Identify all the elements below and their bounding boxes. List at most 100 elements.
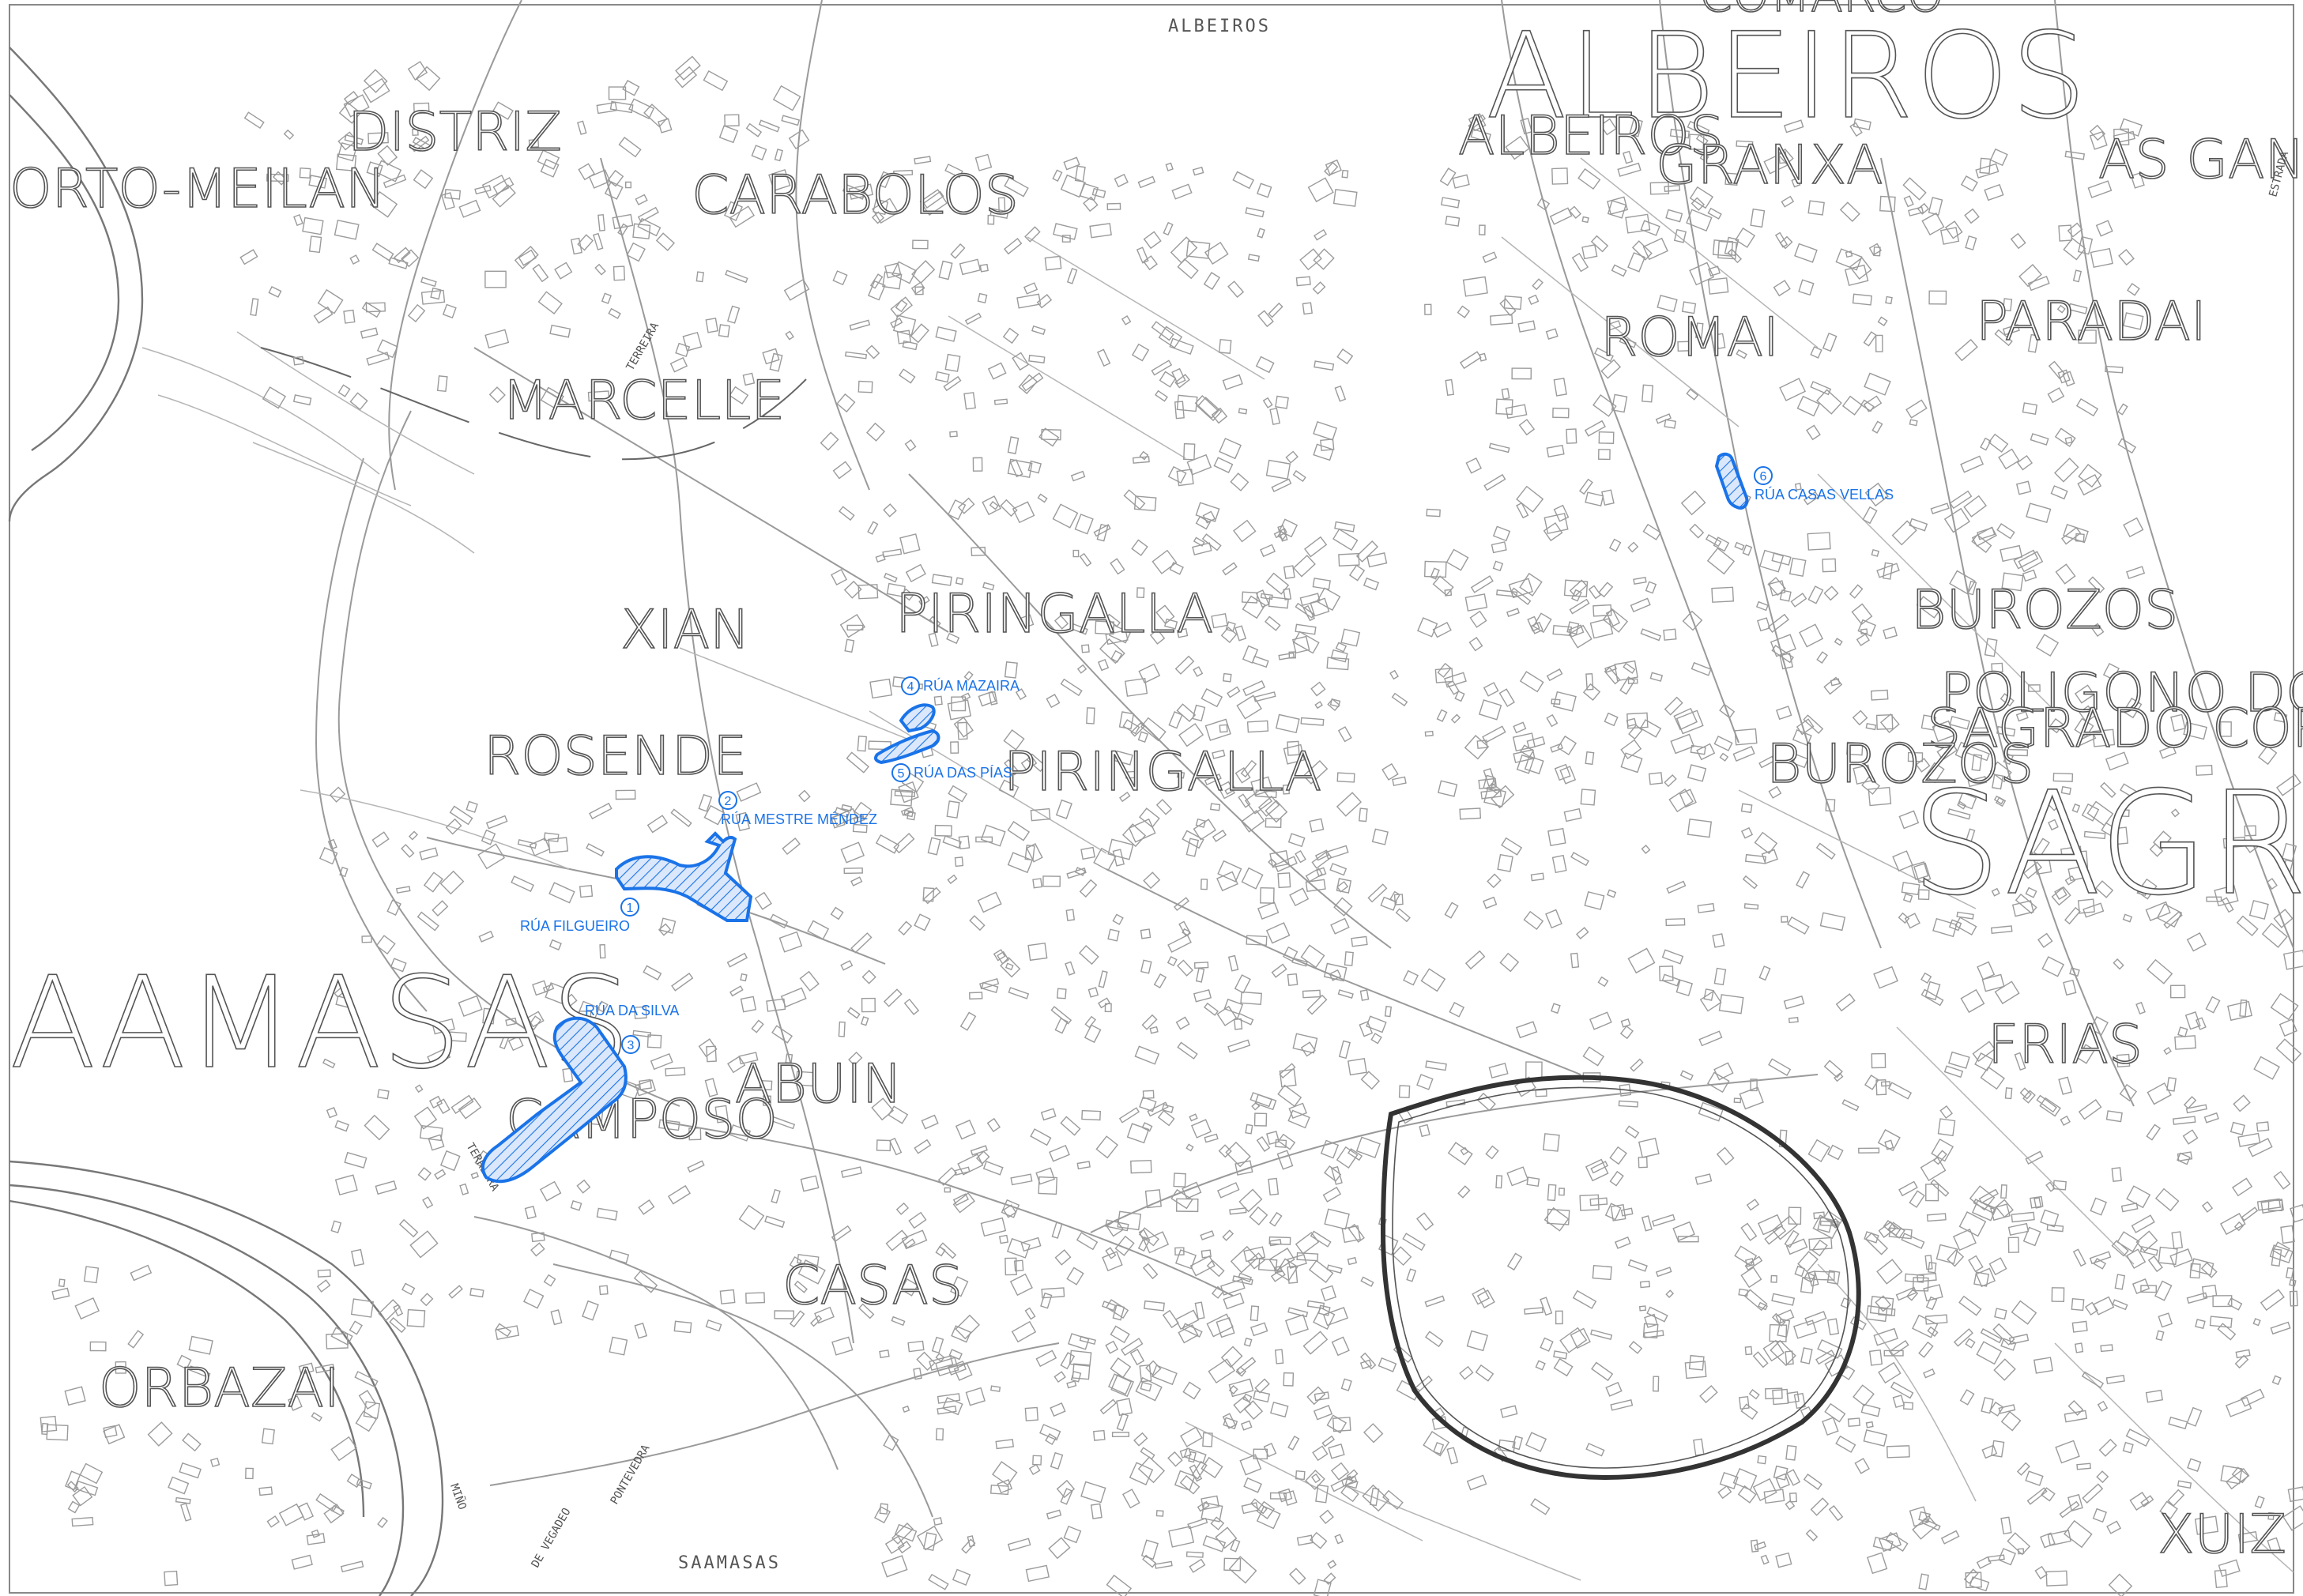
building — [1106, 1218, 1124, 1237]
building — [1707, 207, 1722, 220]
building — [168, 1476, 190, 1495]
building — [1628, 1341, 1643, 1354]
street-area-mazaira[interactable] — [899, 703, 936, 733]
building — [1222, 1413, 1237, 1429]
building — [1341, 1225, 1361, 1244]
street-area-da-silva[interactable] — [481, 1016, 628, 1184]
building — [1844, 264, 1869, 287]
building — [1323, 1572, 1336, 1586]
building — [2256, 1198, 2282, 1211]
building — [1269, 407, 1281, 426]
building — [1193, 962, 1209, 969]
building — [1253, 1112, 1268, 1127]
building — [1604, 1203, 1622, 1221]
building — [2040, 1532, 2056, 1549]
building — [1777, 148, 1794, 165]
building — [1164, 618, 1178, 630]
building — [1890, 1381, 1914, 1399]
building — [858, 380, 873, 393]
building — [1875, 334, 1883, 352]
building — [343, 309, 356, 324]
marker-6[interactable]: 6 — [1754, 466, 1773, 485]
building — [2177, 1026, 2188, 1038]
building — [1040, 1108, 1057, 1121]
building — [1072, 1363, 1091, 1380]
building — [2102, 662, 2120, 681]
building — [1182, 928, 1191, 936]
building — [89, 1341, 107, 1352]
building — [1114, 173, 1129, 188]
building — [1523, 910, 1544, 931]
marker-5[interactable]: 5 — [891, 763, 910, 782]
building — [2027, 275, 2050, 292]
building — [990, 1385, 1001, 1392]
building — [998, 1234, 1009, 1244]
building — [954, 856, 964, 868]
building — [1218, 338, 1232, 354]
building — [1971, 526, 1997, 548]
building — [929, 615, 941, 627]
building — [929, 1355, 954, 1371]
building — [1913, 862, 1932, 883]
building — [1907, 751, 1924, 762]
building — [2013, 549, 2039, 570]
building — [771, 1025, 793, 1044]
building — [2158, 745, 2177, 759]
building — [1329, 698, 1341, 708]
building — [955, 1314, 980, 1340]
building — [1256, 1500, 1276, 1519]
building — [2139, 1245, 2158, 1256]
building — [934, 824, 952, 837]
building — [1238, 1272, 1253, 1283]
building — [795, 1071, 815, 1087]
building — [2232, 1177, 2253, 1197]
building — [954, 1166, 971, 1176]
building — [2064, 875, 2076, 886]
building — [2230, 1121, 2245, 1136]
building — [937, 1393, 961, 1404]
building — [1549, 207, 1573, 225]
building — [1542, 1133, 1560, 1152]
marker-4[interactable]: 4 — [901, 676, 920, 695]
street-area-casas-vellas[interactable] — [1714, 452, 1749, 510]
building — [1788, 1017, 1799, 1024]
building — [1151, 359, 1173, 376]
building — [1424, 730, 1434, 737]
building — [1170, 1188, 1193, 1210]
building — [1355, 540, 1379, 563]
building — [1578, 478, 1593, 495]
building — [1476, 1289, 1495, 1308]
street-area-das-pias[interactable] — [873, 728, 940, 765]
building — [1331, 1336, 1350, 1357]
building — [1791, 177, 1801, 188]
building — [1137, 731, 1149, 743]
building — [484, 270, 507, 288]
building — [2072, 1248, 2086, 1267]
building — [910, 281, 925, 295]
building — [1295, 276, 1311, 287]
building — [1140, 1539, 1159, 1560]
building — [955, 577, 964, 585]
building — [1779, 378, 1807, 401]
building — [1112, 913, 1124, 925]
building — [1035, 1167, 1055, 1185]
building — [176, 1354, 192, 1370]
marker-3[interactable]: 3 — [621, 1035, 640, 1054]
marker-2[interactable]: 2 — [718, 791, 737, 810]
street-area-filgueiro-mestre[interactable] — [615, 831, 753, 922]
building — [577, 234, 594, 251]
building — [1655, 413, 1672, 424]
building — [2081, 803, 2100, 822]
building — [1483, 473, 1506, 491]
building — [1483, 786, 1506, 807]
building — [1733, 1097, 1742, 1104]
building — [1380, 896, 1397, 911]
building — [1008, 987, 1030, 999]
marker-1[interactable]: 1 — [620, 898, 639, 917]
building — [1108, 1373, 1133, 1395]
building — [1347, 1057, 1367, 1076]
building — [1241, 591, 1258, 604]
building — [1236, 694, 1262, 720]
building — [1679, 789, 1697, 808]
building — [952, 1192, 975, 1214]
